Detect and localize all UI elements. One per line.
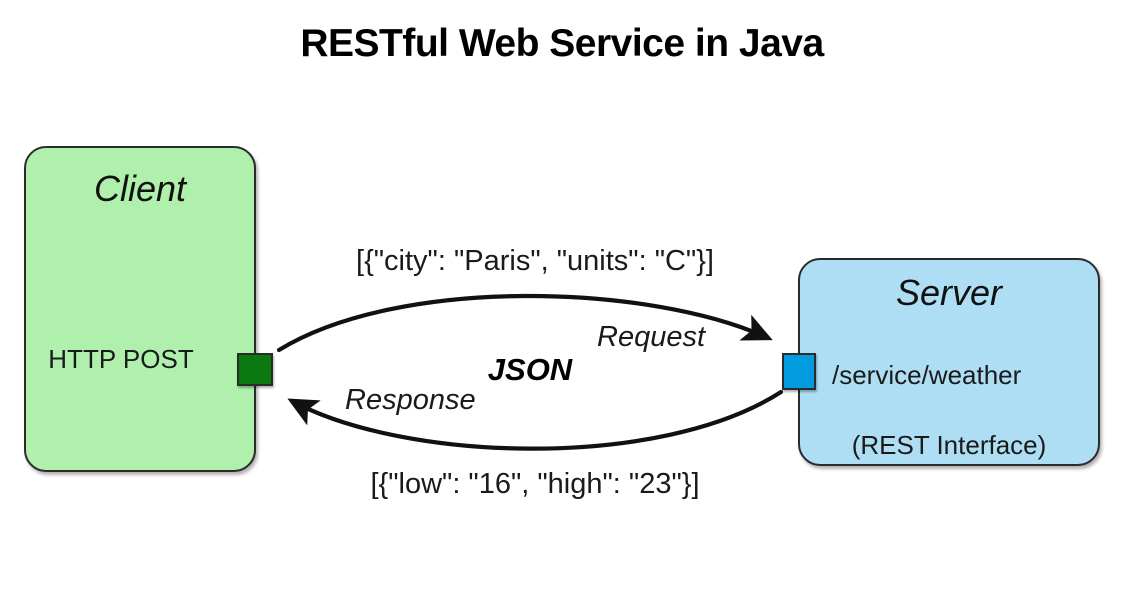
server-port-square [782, 353, 816, 390]
server-node: Server /service/weather (REST Interface) [798, 258, 1100, 466]
request-payload-label: [{"city": "Paris", "units": "C"}] [356, 245, 714, 277]
json-format-label: JSON [487, 352, 573, 387]
server-endpoint-path: /service/weather [832, 360, 1022, 390]
response-payload-label: [{"low": "16", "high": "23"}] [370, 468, 700, 500]
client-port-square [237, 353, 273, 386]
page-title: RESTful Web Service in Java [300, 22, 824, 65]
request-tag-label: Request [597, 321, 706, 353]
server-title: Server [895, 272, 1003, 313]
response-tag-label: Response [345, 384, 476, 416]
client-title: Client [93, 168, 187, 209]
client-node: Client HTTP POST [24, 146, 256, 472]
client-http-method-label: HTTP POST [48, 344, 194, 374]
server-interface-note: (REST Interface) [851, 430, 1047, 460]
